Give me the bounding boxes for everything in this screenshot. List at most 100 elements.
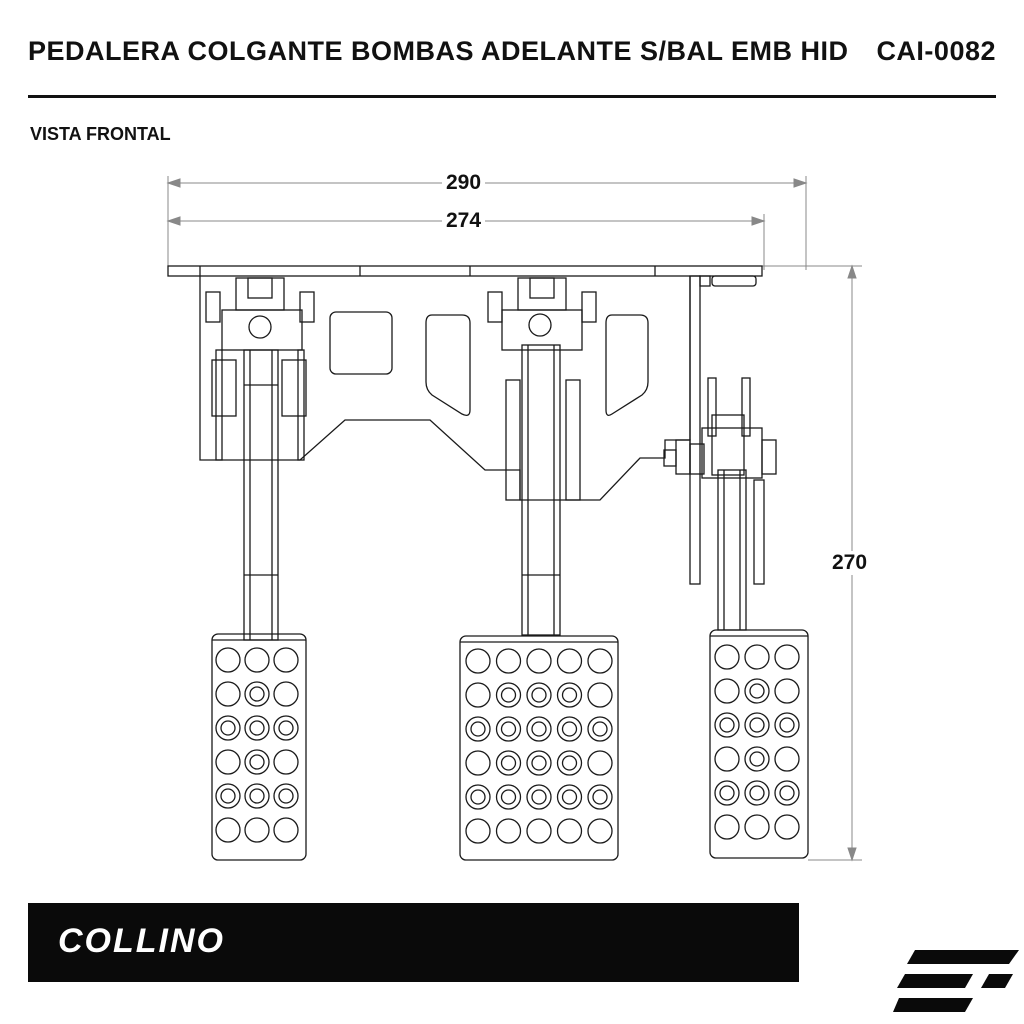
pad-hole bbox=[465, 716, 491, 742]
pad-hole bbox=[244, 783, 270, 809]
pad-hole bbox=[774, 814, 800, 840]
pad-hole bbox=[774, 644, 800, 670]
center-pedal bbox=[459, 277, 619, 861]
pad-hole bbox=[526, 682, 552, 708]
pad-hole-inner bbox=[249, 754, 265, 770]
pad-hole bbox=[495, 818, 522, 844]
pad-hole-inner bbox=[531, 687, 547, 703]
pad-hole bbox=[587, 784, 613, 810]
pad-hole bbox=[244, 647, 270, 673]
pad-hole bbox=[744, 746, 770, 772]
pad-hole bbox=[495, 784, 522, 810]
pad-hole-inner bbox=[531, 721, 547, 737]
pad-hole-inner bbox=[561, 789, 578, 805]
pad-hole bbox=[587, 716, 613, 742]
pad-hole bbox=[495, 750, 522, 776]
dimension-height: 270 bbox=[828, 551, 872, 575]
pad-hole bbox=[587, 682, 613, 708]
pad-hole bbox=[774, 678, 800, 704]
pad-hole bbox=[556, 682, 583, 708]
pad-hole-inner bbox=[779, 717, 795, 733]
pad-hole bbox=[465, 682, 491, 708]
pad-hole bbox=[215, 681, 241, 707]
pedal-pad-holes bbox=[215, 644, 800, 844]
pad-hole bbox=[495, 682, 522, 708]
pad-hole bbox=[587, 648, 613, 674]
left-pedal bbox=[205, 277, 315, 861]
pad-hole bbox=[273, 817, 299, 843]
pad-hole bbox=[714, 814, 740, 840]
pad-hole bbox=[744, 678, 770, 704]
pad-hole bbox=[744, 814, 770, 840]
pad-hole bbox=[273, 715, 299, 741]
pad-hole bbox=[244, 681, 270, 707]
pad-hole bbox=[714, 644, 740, 670]
pad-hole-inner bbox=[220, 788, 236, 804]
pad-hole bbox=[526, 716, 552, 742]
page-title: PEDALERA COLGANTE BOMBAS ADELANTE S/BAL … bbox=[28, 36, 849, 66]
pad-hole bbox=[556, 750, 583, 776]
pad-hole bbox=[465, 784, 491, 810]
pad-hole bbox=[495, 716, 522, 742]
pad-hole bbox=[465, 818, 491, 844]
pad-hole bbox=[526, 818, 552, 844]
footer-bar: COLLINO bbox=[28, 903, 799, 982]
dimension-overall-width: 290 bbox=[442, 171, 486, 195]
pad-hole bbox=[273, 647, 299, 673]
pedal-box-drawing bbox=[166, 176, 862, 862]
brand-logo-text: COLLINO bbox=[58, 922, 225, 960]
pad-hole-inner bbox=[470, 789, 486, 805]
right-pedal bbox=[663, 377, 809, 859]
pad-hole-inner bbox=[220, 720, 236, 736]
pad-hole-inner bbox=[249, 720, 265, 736]
pad-hole bbox=[244, 749, 270, 775]
pad-hole-inner bbox=[500, 721, 517, 737]
pad-hole-inner bbox=[500, 755, 517, 771]
pad-hole bbox=[744, 780, 770, 806]
pad-hole bbox=[526, 648, 552, 674]
pad-hole-inner bbox=[531, 755, 547, 771]
pad-hole-inner bbox=[592, 721, 608, 737]
pad-hole bbox=[556, 818, 583, 844]
pad-hole bbox=[215, 783, 241, 809]
pad-hole bbox=[244, 715, 270, 741]
pad-hole-inner bbox=[592, 789, 608, 805]
pad-hole-inner bbox=[749, 717, 765, 733]
pad-hole bbox=[526, 750, 552, 776]
pad-hole bbox=[744, 712, 770, 738]
pad-hole bbox=[774, 712, 800, 738]
pad-hole bbox=[215, 749, 241, 775]
pad-hole-inner bbox=[531, 789, 547, 805]
pad-hole bbox=[215, 817, 241, 843]
pad-hole bbox=[215, 647, 241, 673]
pad-hole bbox=[273, 681, 299, 707]
pad-hole bbox=[744, 644, 770, 670]
pad-hole-inner bbox=[749, 751, 765, 767]
pad-hole-inner bbox=[779, 785, 795, 801]
pad-hole-inner bbox=[749, 785, 765, 801]
pad-hole-inner bbox=[470, 721, 486, 737]
pad-hole bbox=[215, 715, 241, 741]
pad-hole bbox=[774, 746, 800, 772]
pad-hole-inner bbox=[561, 721, 578, 737]
pad-hole-inner bbox=[249, 788, 265, 804]
pad-hole bbox=[714, 712, 740, 738]
pad-hole-inner bbox=[749, 683, 765, 699]
pad-hole bbox=[526, 784, 552, 810]
pad-hole bbox=[556, 784, 583, 810]
pad-hole bbox=[556, 716, 583, 742]
view-label: VISTA FRONTAL bbox=[30, 124, 171, 144]
pad-hole-inner bbox=[249, 686, 265, 702]
pad-hole bbox=[774, 780, 800, 806]
pad-hole bbox=[495, 648, 522, 674]
pad-hole-inner bbox=[561, 687, 578, 703]
pad-hole bbox=[465, 750, 491, 776]
pad-hole-inner bbox=[500, 789, 517, 805]
pad-hole bbox=[244, 817, 270, 843]
pad-hole bbox=[273, 749, 299, 775]
pad-hole-inner bbox=[719, 717, 735, 733]
pad-hole-inner bbox=[719, 785, 735, 801]
pedal-assembly bbox=[167, 265, 809, 861]
pad-hole bbox=[465, 648, 491, 674]
dimension-plate-width: 274 bbox=[442, 209, 486, 233]
